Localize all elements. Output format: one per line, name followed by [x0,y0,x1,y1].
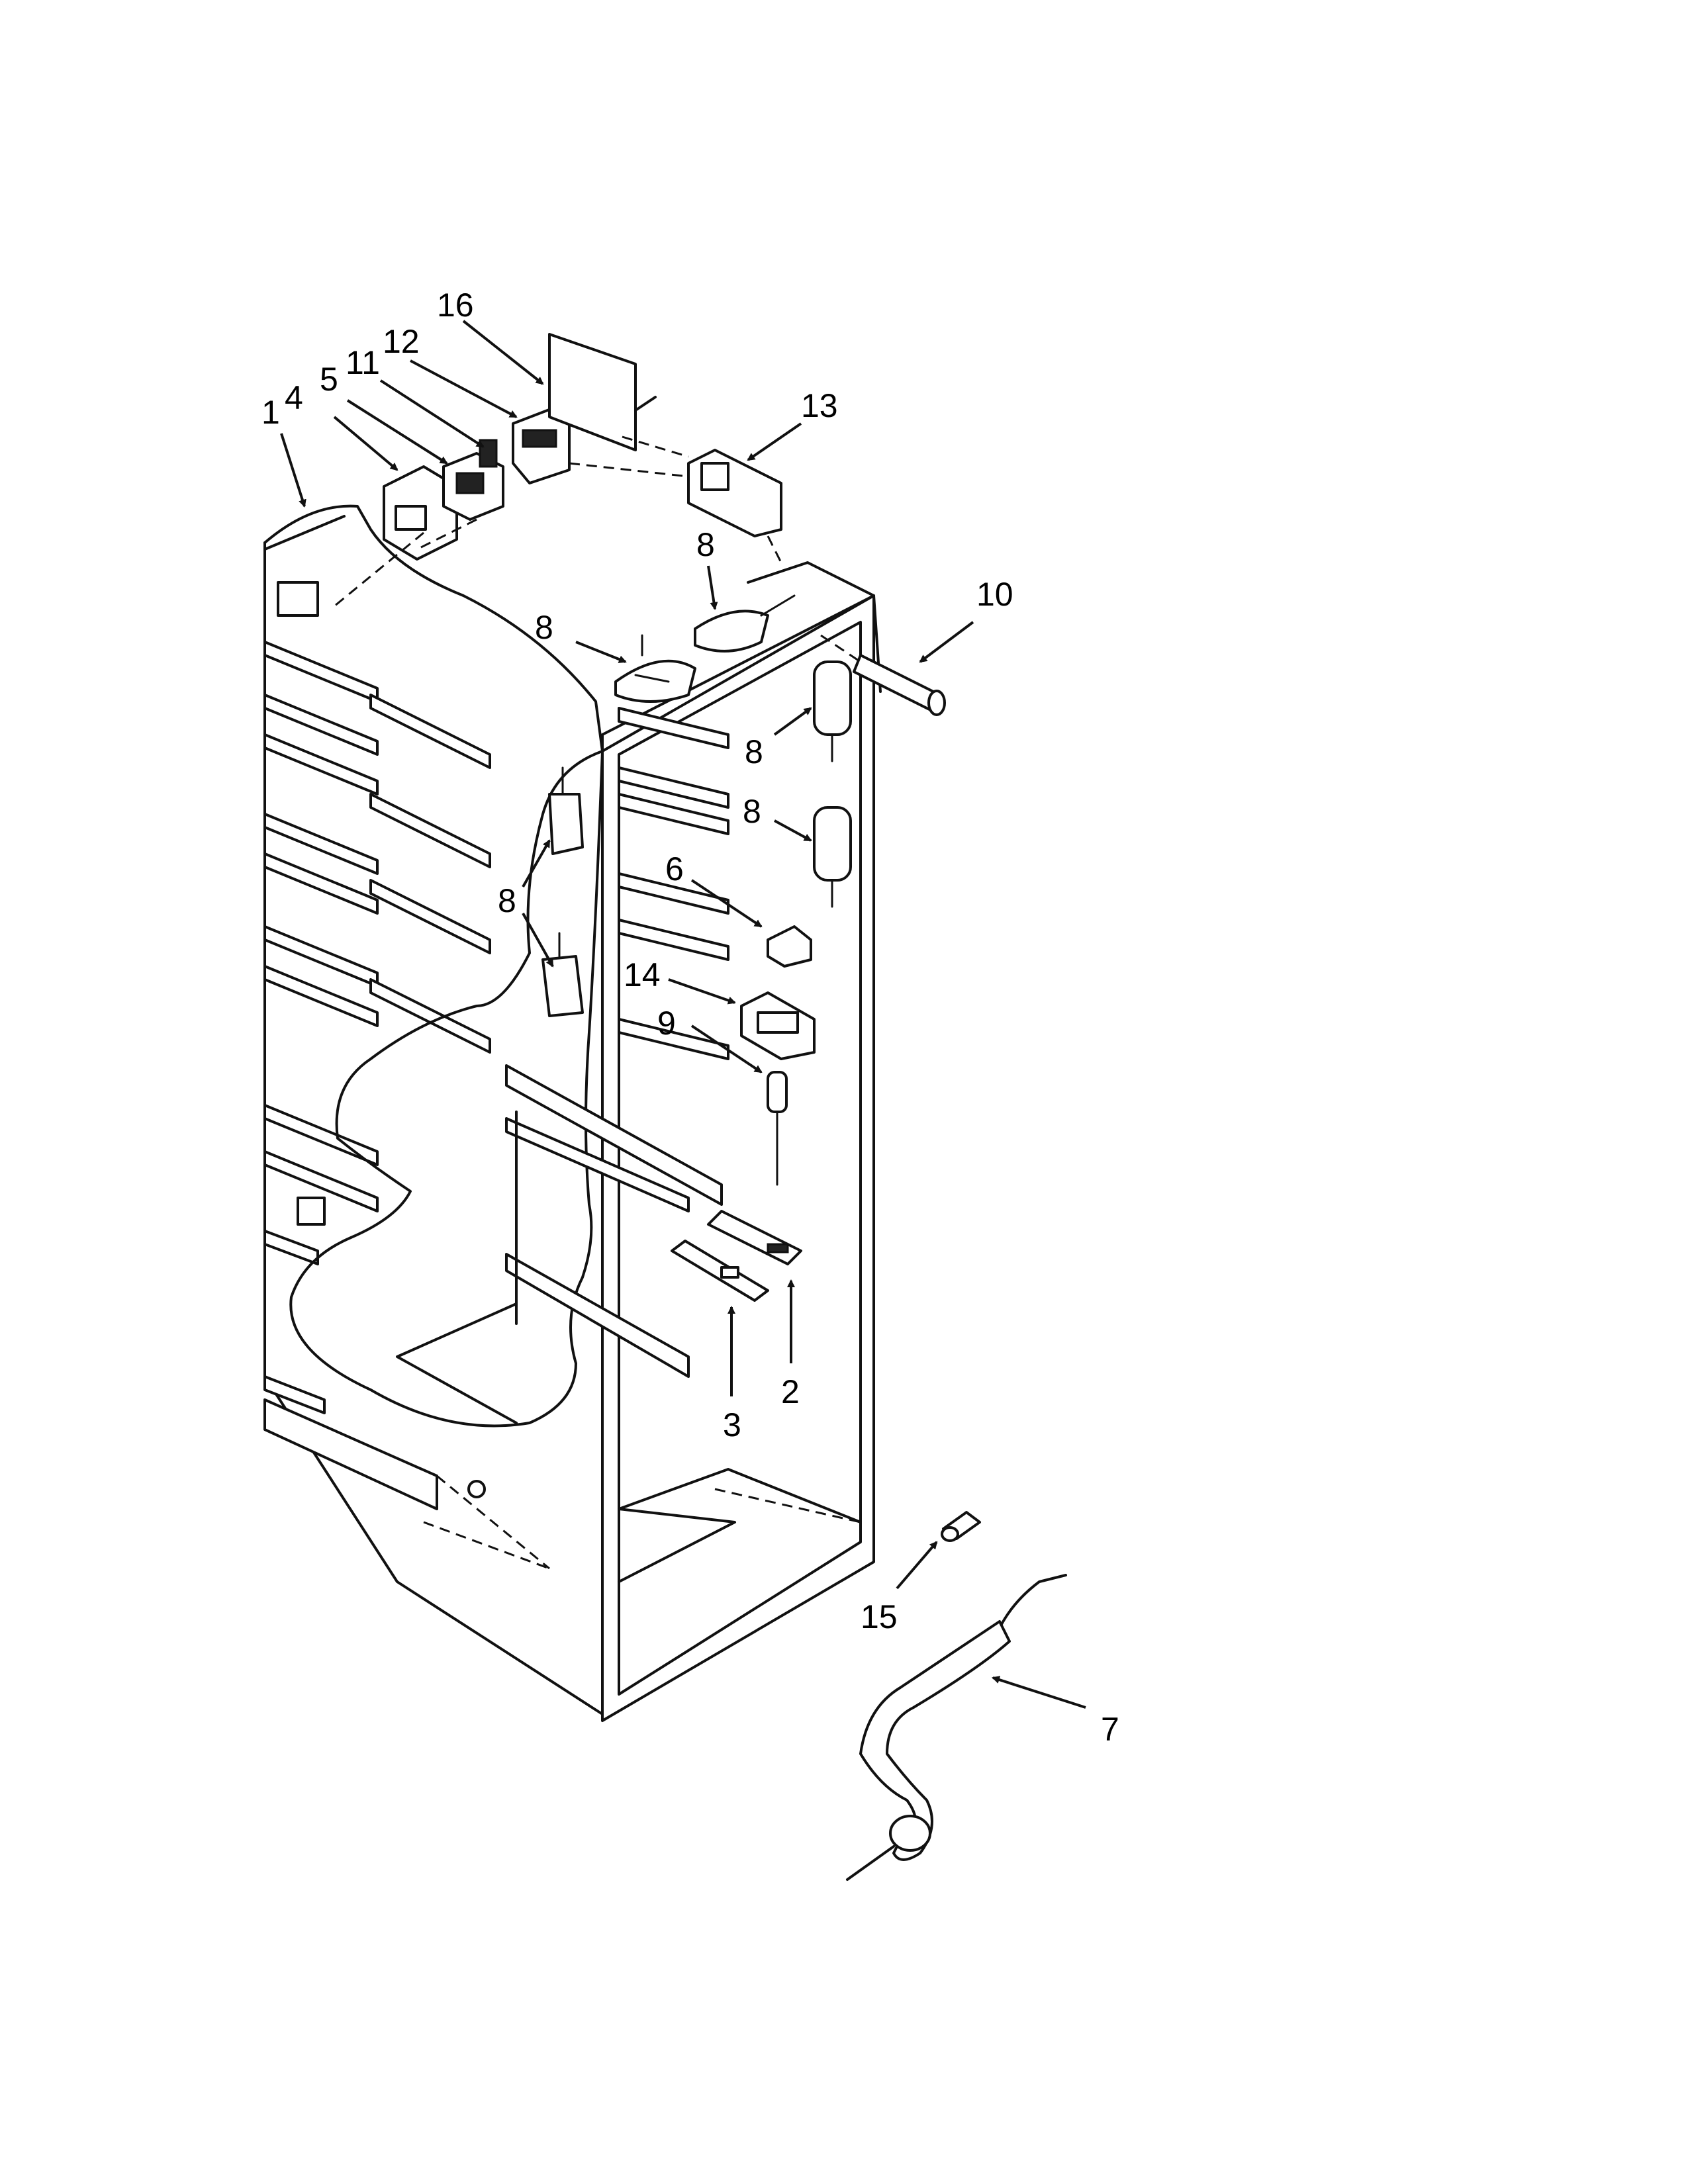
interior-shelf-supports [396,707,729,1424]
callout-labels: 1 4 5 11 12 16 13 8 8 10 8 8 8 6 14 9 3 … [261,287,1119,1748]
part-4-housing [383,465,458,561]
callout-8-left: 8 [498,882,516,919]
callout-8-top: 8 [696,526,715,563]
callout-10: 10 [976,576,1013,613]
callout-8-right-lower: 8 [743,793,761,830]
part-15-fitting [941,1511,981,1542]
part-8-heater-top-left [614,634,696,703]
callout-9: 9 [657,1005,676,1042]
part-5-switch [442,452,504,521]
part-14-light-housing [740,991,816,1060]
callout-2: 2 [781,1373,800,1410]
callout-11: 11 [346,344,380,381]
callout-6: 6 [665,850,684,887]
callout-14: 14 [624,956,661,993]
part-12-control-housing [512,406,571,484]
part-8-heater-left-lower [541,932,584,1017]
callout-8-right-upper: 8 [745,733,763,770]
part-11-light-switch [479,439,498,468]
callout-1: 1 [261,394,280,431]
callout-15: 15 [861,1598,898,1635]
callout-5: 5 [320,361,338,398]
part-7-water-tube [846,1574,1067,1881]
part-13-bracket [687,449,782,537]
leader-lines [280,320,1086,1709]
callout-3: 3 [723,1406,741,1443]
part-16-cover [548,333,657,451]
callout-8-top-left: 8 [535,609,553,646]
callout-13: 13 [801,387,838,424]
part-6-clip [767,925,812,968]
callout-16: 16 [437,287,474,324]
part-2-plate [707,1210,802,1265]
part-8-heater-left-upper [548,766,584,855]
left-side-ribs [263,581,491,1510]
cutaway-edge [289,750,604,1428]
callout-12: 12 [383,323,420,360]
callout-4: 4 [285,379,303,416]
part-8-heater-right-upper [813,660,852,762]
cabinet-liner [263,504,882,1722]
part-8-heater-top-right [694,594,796,653]
part-3-plate [671,1240,769,1302]
part-8-heater-right-lower [813,806,852,908]
callout-7: 7 [1101,1711,1119,1748]
part-10-light-bulb [820,634,946,716]
part-9-thermistor [767,1071,788,1186]
